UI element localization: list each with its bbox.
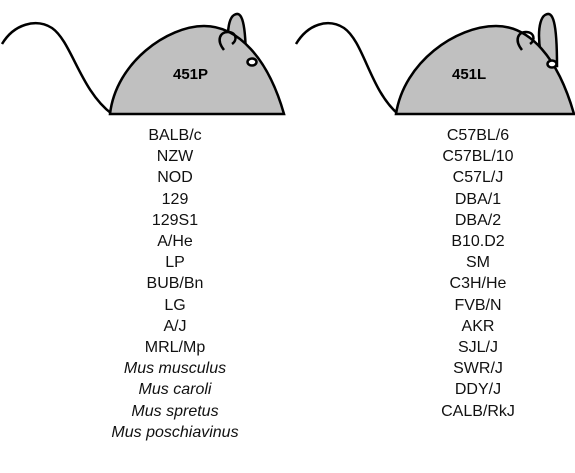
strain-item: C57L/J bbox=[452, 169, 504, 187]
strain-item: AKR bbox=[461, 317, 495, 335]
strain-item: SJL/J bbox=[457, 339, 498, 357]
strain-item: CALB/RkJ bbox=[441, 402, 515, 420]
strain-item: Mus spretus bbox=[131, 402, 219, 420]
eye-icon bbox=[246, 57, 258, 67]
mouse-label-451l: 451L bbox=[452, 66, 486, 83]
strain-item: BALB/c bbox=[148, 127, 202, 144]
strain-item: B10.D2 bbox=[451, 233, 505, 251]
strain-item: DBA/2 bbox=[454, 211, 502, 229]
strain-item: DDY/J bbox=[454, 381, 502, 399]
mouse-body bbox=[394, 24, 575, 116]
mouse-451l: 451L bbox=[290, 0, 575, 120]
tail-line bbox=[294, 22, 399, 115]
strain-item: Mus poschiavinus bbox=[111, 423, 239, 441]
strain-item: BUB/Bn bbox=[146, 275, 204, 293]
strain-item: DBA/1 bbox=[454, 190, 502, 208]
strain-item: C57BL/6 bbox=[446, 127, 510, 144]
ear-curl bbox=[516, 30, 535, 51]
strain-item: Mus caroli bbox=[138, 381, 212, 399]
strain-item: A/J bbox=[163, 317, 187, 335]
strain-item: C3H/He bbox=[449, 275, 507, 293]
mouse-451p: 451P bbox=[0, 0, 287, 120]
tail-line bbox=[0, 22, 113, 115]
strain-item: NZW bbox=[156, 148, 194, 166]
strain-item: C57BL/10 bbox=[442, 148, 514, 166]
strain-item: 129 bbox=[161, 190, 189, 208]
eye-icon bbox=[546, 59, 558, 69]
mouse-label-451p: 451P bbox=[173, 66, 208, 83]
mouse-451p-drawing: 451P bbox=[0, 12, 286, 116]
mouse-451l-drawing: 451L bbox=[294, 12, 575, 116]
strain-item: SWR/J bbox=[453, 360, 503, 378]
strain-item: NOD bbox=[157, 169, 193, 187]
strain-item: A/He bbox=[157, 233, 193, 251]
strain-item: FVB/N bbox=[454, 296, 502, 314]
strain-item: LP bbox=[165, 254, 185, 272]
strain-item: 129S1 bbox=[151, 211, 199, 229]
strain-item: MRL/Mp bbox=[144, 339, 206, 357]
strain-item: SM bbox=[466, 254, 490, 272]
strain-item: LG bbox=[164, 296, 186, 314]
strain-item: Mus musculus bbox=[123, 360, 227, 378]
ear-curl bbox=[218, 30, 237, 51]
mouse-body bbox=[108, 24, 286, 116]
